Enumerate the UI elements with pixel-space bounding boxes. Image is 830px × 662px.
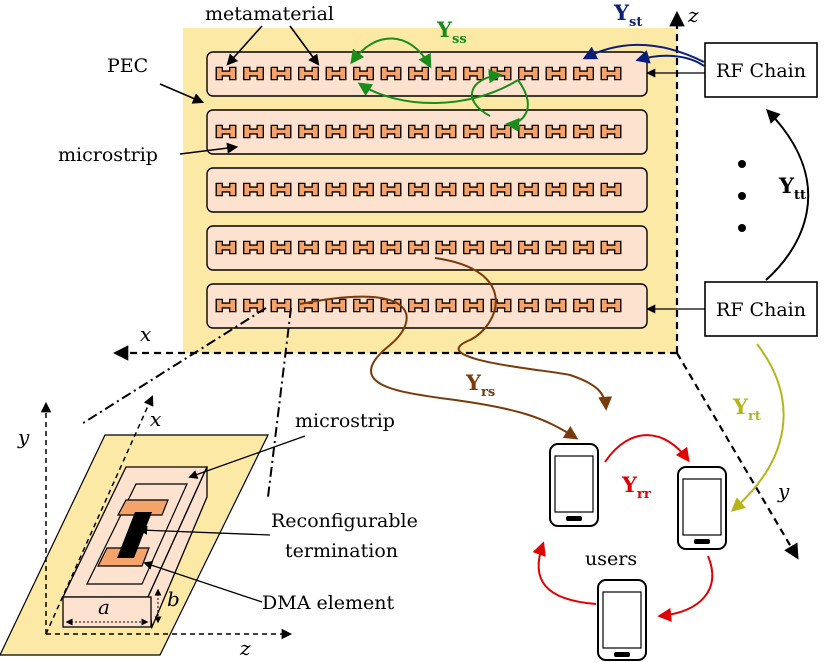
dot <box>738 192 746 200</box>
dot <box>738 160 746 168</box>
inset-y-label: y <box>17 425 30 449</box>
yrr-arrow-1 <box>604 434 690 463</box>
dim-b-label: b <box>167 587 180 611</box>
phone-2 <box>677 466 727 550</box>
phone-1 <box>549 443 599 527</box>
yrr-arrow-2 <box>657 555 714 622</box>
dma-element-label: DMA element <box>262 592 395 614</box>
microstrip-label: microstrip <box>58 144 158 166</box>
pec-pointer <box>159 83 205 104</box>
dot <box>738 224 746 232</box>
dim-a-label: a <box>98 595 110 619</box>
z-axis-label: z <box>687 3 699 27</box>
pec-label: PEC <box>107 55 148 77</box>
yrt-arrow <box>730 343 785 512</box>
phone-3 <box>597 579 647 661</box>
inset-microstrip-label: microstrip <box>295 410 395 432</box>
y-axis-label: y <box>777 479 790 503</box>
microstrip-pointer <box>179 142 239 155</box>
yst-arrow-2 <box>635 50 705 67</box>
zoom-line-right <box>267 307 292 498</box>
yss-arrow-3 <box>505 79 529 132</box>
metamaterial-label: metamaterial <box>205 3 334 25</box>
inset-box-side <box>147 466 208 630</box>
yss-arrow-2 <box>357 79 519 104</box>
yrt-label: Yrt <box>732 394 761 424</box>
inset-z-label: z <box>239 636 251 660</box>
inset-x-label: x <box>150 407 161 431</box>
rf-chain-bottom-label: RF Chain <box>716 299 806 321</box>
inset-element-top-pad <box>117 499 169 516</box>
yrr-label: Yrr <box>621 472 651 502</box>
y-axis-line <box>676 352 799 560</box>
yst-label: Yst <box>613 0 642 30</box>
yrs-label: Yrs <box>465 370 495 400</box>
x-axis-label: x <box>140 322 151 346</box>
inset-termination <box>117 512 152 558</box>
inset-element: y x z a b <box>0 395 293 660</box>
yrs-arrow-1 <box>434 257 613 411</box>
yss-arrow-4 <box>470 69 503 117</box>
yst-arrow-1 <box>582 44 705 63</box>
rf-chain-top-label: RF Chain <box>716 60 806 82</box>
reconfigurable-label-2: termination <box>285 540 398 562</box>
inset-x-axis <box>45 395 154 635</box>
rf-chain-bottom <box>704 281 818 337</box>
zoom-line-left <box>79 307 267 426</box>
inset-microstrip-pointer <box>188 435 306 479</box>
ytt-arrow <box>765 108 810 281</box>
reconfigurable-label-1: Reconfigurable <box>271 510 418 532</box>
yss-arrow-1 <box>350 37 432 69</box>
yrs-arrow-2 <box>299 295 579 440</box>
users-label: users <box>585 548 637 570</box>
metamaterial-pointer-2 <box>289 25 320 66</box>
microstrip-rows <box>206 51 648 329</box>
yss-label: Yss <box>436 17 467 47</box>
dma-element-pointer <box>143 560 263 603</box>
yrr-arrow-3 <box>532 541 597 605</box>
reconfigurable-pointer <box>138 525 271 536</box>
ytt-label: Ytt <box>778 173 806 203</box>
rf-chain-top <box>704 42 818 98</box>
metamaterial-pointer-1 <box>226 25 263 66</box>
